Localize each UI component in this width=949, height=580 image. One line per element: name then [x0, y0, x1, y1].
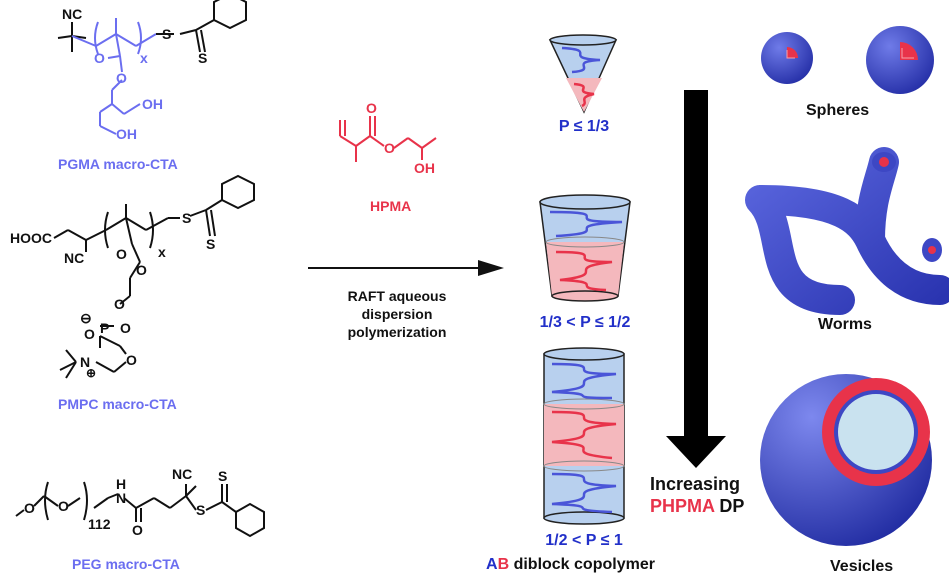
- peg-o-repeat-label: O: [58, 498, 69, 514]
- hpma-o-ester-label: O: [384, 140, 395, 156]
- reaction-line3: polymerization: [347, 324, 447, 340]
- hpma-oh-label: OH: [414, 160, 435, 176]
- pmpc-o-p2-label: O: [84, 326, 95, 342]
- pmpc-o-ester-label: O: [136, 262, 147, 278]
- pmpc-minus-label: ⊖: [80, 310, 92, 326]
- pmpc-o-p3-label: O: [120, 320, 131, 336]
- sphere-small: [761, 32, 813, 84]
- diblock-copolymer-label: AB diblock copolymer: [486, 556, 655, 574]
- peg-subscript-112: 112: [88, 516, 111, 532]
- increasing-label: Increasing: [650, 474, 741, 494]
- pmpc-s1-label: S: [182, 210, 192, 226]
- reaction-line2: dispersion: [361, 306, 433, 322]
- spheres-label: Spheres: [806, 102, 870, 119]
- pgma-cn-label: NC: [62, 6, 83, 22]
- sphere-large: [866, 26, 934, 94]
- diblock-copolymer-text: diblock copolymer: [509, 556, 655, 573]
- pmpc-hooc-label: HOOC: [10, 230, 52, 246]
- hpma-label: HPMA: [370, 198, 412, 214]
- hpma-structure: [339, 116, 437, 162]
- cone-packing-label: P ≤ 1/3: [558, 118, 610, 135]
- pmpc-o-p1-label: O: [114, 296, 125, 312]
- pgma-subscript-x: x: [140, 50, 148, 66]
- peg-label: PEG macro-CTA: [72, 556, 180, 572]
- pgma-label: PGMA macro-CTA: [58, 156, 178, 172]
- peg-n-label: N: [116, 490, 127, 506]
- vesicle-structure: [760, 374, 932, 546]
- block-a-letter: A: [486, 556, 498, 573]
- hpma-o-carbonyl-label: O: [366, 100, 377, 116]
- pmpc-structure: [53, 174, 255, 379]
- pgma-s2-label: S: [198, 50, 208, 66]
- peg-structure: [15, 481, 265, 538]
- worm-structure: [745, 147, 949, 315]
- pgma-s1-label: S: [162, 26, 172, 42]
- peg-cn-label: NC: [172, 466, 193, 482]
- phpma-dp-label: PHPMA DP: [650, 496, 744, 517]
- increasing-dp-arrow: [666, 90, 726, 468]
- pgma-o-ester-label: O: [116, 70, 127, 86]
- pgma-structure: [57, 0, 247, 135]
- pmpc-s2-label: S: [206, 236, 216, 252]
- pmpc-p-label: P: [100, 320, 110, 336]
- cylinder-packing-label: 1/2 < P ≤ 1: [545, 532, 623, 549]
- peg-s2-label: S: [218, 468, 228, 484]
- pgma-oh1-label: OH: [142, 96, 163, 112]
- pmpc-n-label: N: [80, 354, 91, 370]
- pmpc-o-p4-label: O: [126, 352, 137, 368]
- truncated-cone-shape: [539, 194, 631, 302]
- worms-label: Worms: [818, 316, 872, 333]
- cylinder-shape: [543, 347, 625, 525]
- truncated-cone-packing-label: 1/3 < P ≤ 1/2: [539, 314, 631, 331]
- peg-h-label: H: [116, 476, 127, 492]
- pmpc-o-carbonyl-label: O: [116, 246, 127, 262]
- peg-s1-label: S: [196, 502, 206, 518]
- reaction-arrow: [308, 260, 504, 276]
- pgma-o-carbonyl-label: O: [94, 50, 105, 66]
- cone-shape: [548, 34, 618, 114]
- vesicles-label: Vesicles: [830, 558, 894, 575]
- pmpc-plus-label: ⊕: [86, 366, 97, 380]
- peg-o-methoxy-label: O: [24, 500, 35, 516]
- dp-text: DP: [714, 496, 745, 516]
- reaction-line1: RAFT aqueous: [347, 288, 447, 304]
- block-b-letter: B: [497, 556, 510, 573]
- peg-o-amide-label: O: [132, 522, 143, 538]
- pmpc-label: PMPC macro-CTA: [58, 396, 177, 412]
- phpma-text: PHPMA: [650, 496, 715, 516]
- pmpc-cn-label: NC: [64, 250, 85, 266]
- pgma-oh2-label: OH: [116, 126, 137, 142]
- pmpc-subscript-x: x: [158, 244, 166, 260]
